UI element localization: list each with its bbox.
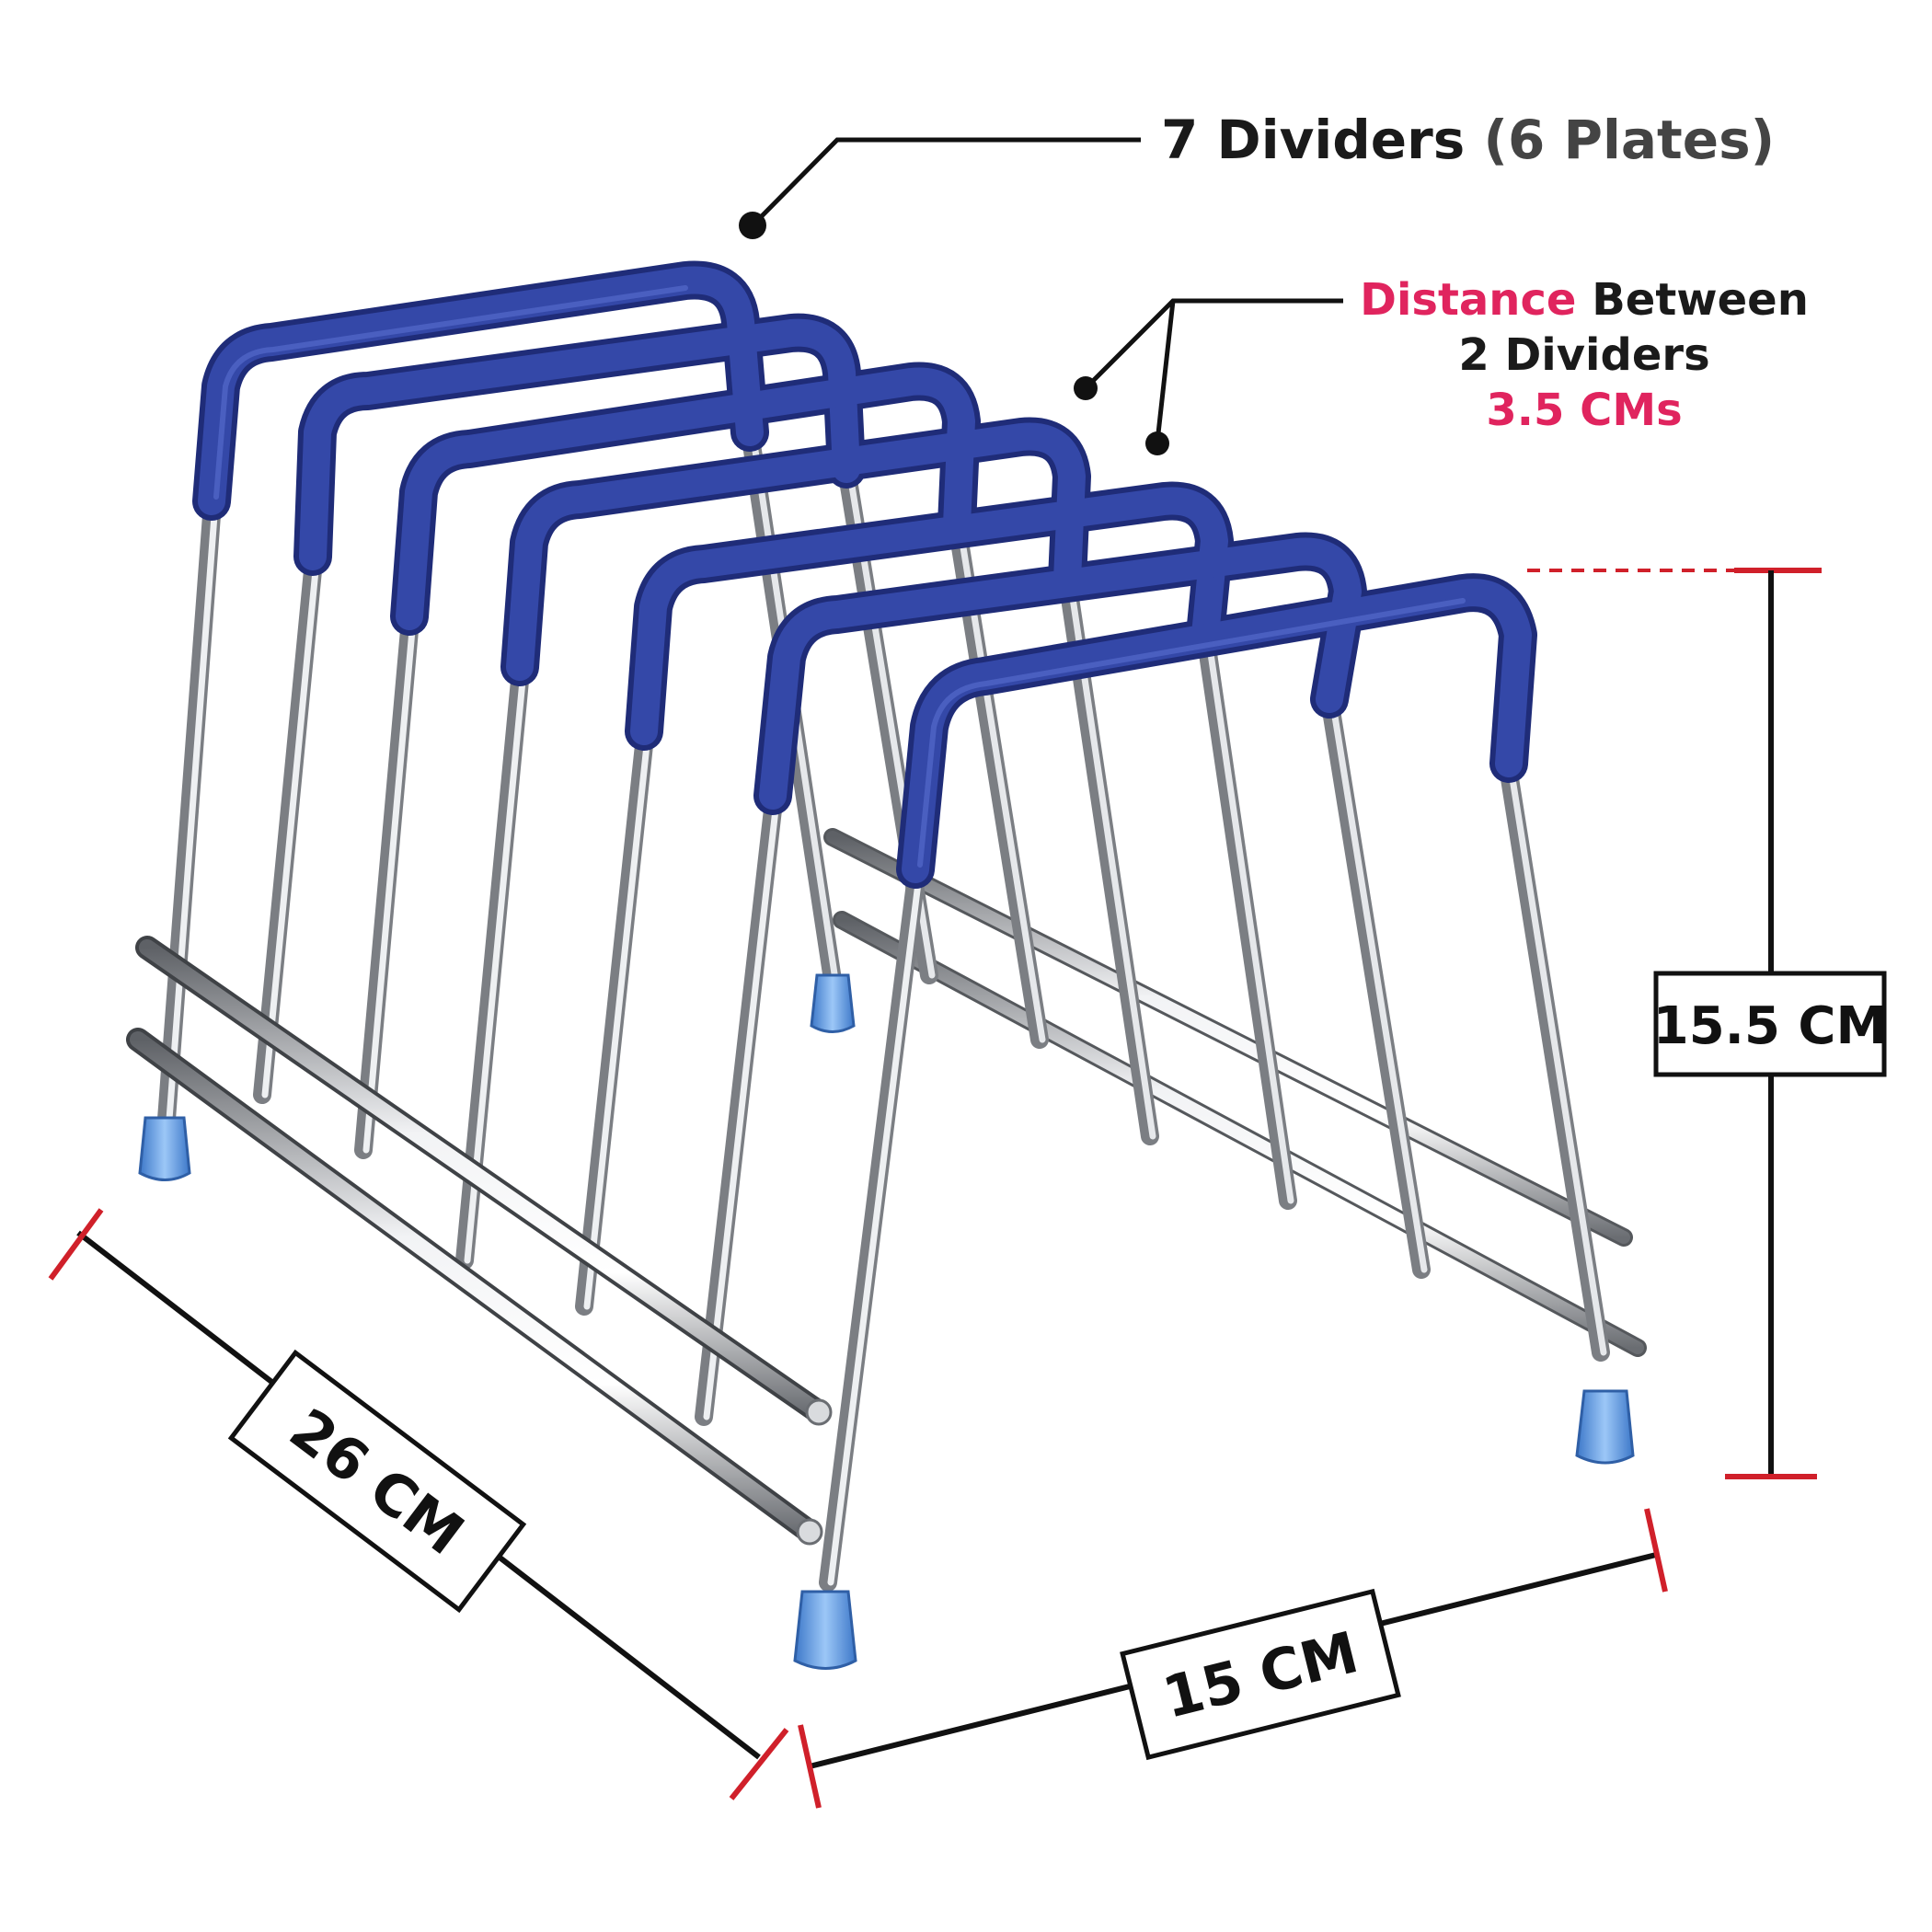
two-dividers-label: 2 Dividers [1458,329,1709,381]
height-measure: 15.5 CM [1527,568,1888,1479]
plates-count-label: (6 Plates) [1483,109,1775,171]
callout-dot [739,212,766,239]
back-rails [823,828,1647,1357]
front-feet [138,1116,857,1670]
depth-measure: 26 CM [48,1208,789,1800]
back-feet [810,973,1635,1465]
distance-word: Distance [1360,274,1576,326]
svg-text:7 Dividers (6 Plates): 7 Dividers (6 Plates) [1161,109,1775,171]
distance-value-label: 3.5 CMs [1486,385,1682,436]
width-measure: 15 CM [798,1508,1668,1809]
distance-callout: Distance Between 2 Dividers 3.5 CMs [1074,274,1809,455]
svg-text:Distance Between: Distance Between [1360,274,1809,326]
divider-tops [192,260,1537,889]
plate-rack-illustration [126,260,1647,1670]
dividers-callout: 7 Dividers (6 Plates) [739,109,1775,239]
front-rails [126,936,833,1546]
front-legs-highlight [165,512,922,1586]
between-word: Between [1576,274,1808,326]
height-label: 15.5 CM [1653,996,1888,1056]
dividers-count-label: 7 Dividers [1161,109,1465,171]
